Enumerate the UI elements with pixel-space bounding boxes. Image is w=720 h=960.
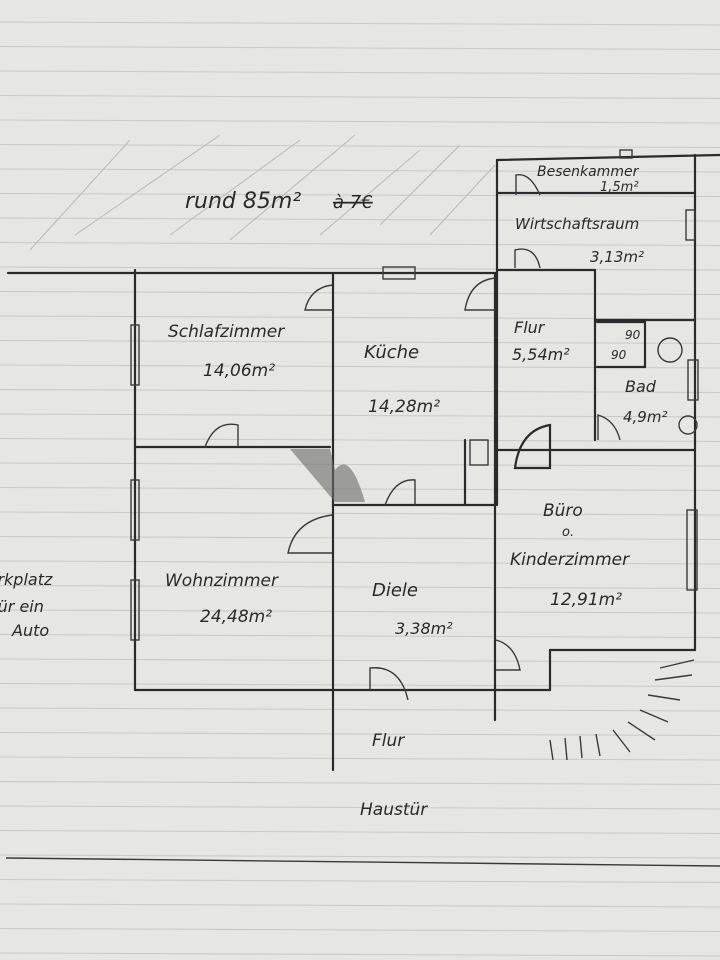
area-besenkammer: 1,5m² xyxy=(600,180,639,195)
ruled-line xyxy=(0,781,720,785)
ruled-line xyxy=(0,95,720,99)
area-buero: 12,91m² xyxy=(550,590,622,610)
ruled-lines xyxy=(0,21,720,957)
ruled-line xyxy=(0,242,720,246)
room-kinderzimmer: Kinderzimmer xyxy=(510,550,630,570)
room-flur-oben: Flur xyxy=(514,318,546,337)
area-schlafzimmer: 14,06m² xyxy=(203,361,275,381)
parking-line3: Auto xyxy=(11,621,49,640)
area-wirtschaftsraum: 3,13m² xyxy=(590,248,644,266)
room-buero-or: o. xyxy=(562,525,574,540)
steps xyxy=(549,659,695,761)
room-kueche: Küche xyxy=(364,342,419,363)
room-flur-unten: Flur xyxy=(372,731,405,751)
ruled-line xyxy=(0,756,720,761)
room-bad: Bad xyxy=(625,377,657,396)
ruled-line xyxy=(0,438,720,442)
doors xyxy=(204,173,698,701)
entrance-label: Haustür xyxy=(360,800,428,820)
area-kueche: 14,28m² xyxy=(368,397,440,417)
ruled-line xyxy=(0,732,720,736)
ruled-line xyxy=(0,389,720,393)
total-area: rund 85m² xyxy=(185,189,301,214)
diagonal-hatching xyxy=(29,134,496,251)
ruled-line xyxy=(0,634,720,638)
ruled-line xyxy=(0,168,720,173)
ruled-line xyxy=(0,707,720,712)
room-besenkammer: Besenkammer xyxy=(537,164,640,180)
ruled-line xyxy=(0,830,720,834)
ruled-line xyxy=(0,315,720,320)
room-wohnzimmer: Wohnzimmer xyxy=(165,571,279,591)
struck-price: à 7€ xyxy=(333,192,373,213)
area-wohnzimmer: 24,48m² xyxy=(200,607,272,627)
ruled-line xyxy=(0,658,720,663)
ruled-line xyxy=(0,879,720,883)
shower-width: 90 xyxy=(625,328,641,342)
ruled-line xyxy=(0,560,720,565)
room-schlafzimmer: Schlafzimmer xyxy=(168,322,285,342)
ruled-line xyxy=(0,144,720,148)
ruled-line xyxy=(0,609,720,614)
parking-line1: Parkplatz xyxy=(0,570,53,589)
room-diele: Diele xyxy=(372,580,418,601)
ruled-line xyxy=(0,903,720,908)
ruled-line xyxy=(0,21,720,26)
room-buero: Büro xyxy=(543,501,583,521)
room-wirtschaftsraum: Wirtschaftsraum xyxy=(515,215,639,233)
ruled-line xyxy=(0,340,720,344)
ruled-line xyxy=(0,70,720,75)
ruled-line xyxy=(0,536,720,540)
ruled-line xyxy=(0,585,720,589)
parking-line2: für ein xyxy=(0,597,44,616)
ruled-line xyxy=(0,46,720,50)
ruled-line xyxy=(0,217,720,222)
ruled-line xyxy=(0,119,720,124)
windows xyxy=(130,149,699,641)
ruled-line xyxy=(0,462,720,467)
area-diele: 3,38m² xyxy=(395,619,453,638)
ruled-line xyxy=(0,291,720,295)
ruled-line xyxy=(0,928,720,932)
ruled-line xyxy=(0,854,720,859)
labels: rund 85m² à 7€ Besenkammer 1,5m² Wirtsch… xyxy=(0,164,667,820)
area-bad: 4,9m² xyxy=(623,408,667,426)
ruled-line xyxy=(0,952,720,957)
ruled-line xyxy=(0,511,720,516)
ruled-line xyxy=(0,193,720,197)
ruled-line xyxy=(0,683,720,687)
area-flur-oben: 5,54m² xyxy=(512,345,570,364)
shower-depth: 90 xyxy=(611,348,627,362)
ruled-line xyxy=(0,805,720,810)
ruled-line xyxy=(0,266,720,271)
ruled-line xyxy=(0,413,720,418)
